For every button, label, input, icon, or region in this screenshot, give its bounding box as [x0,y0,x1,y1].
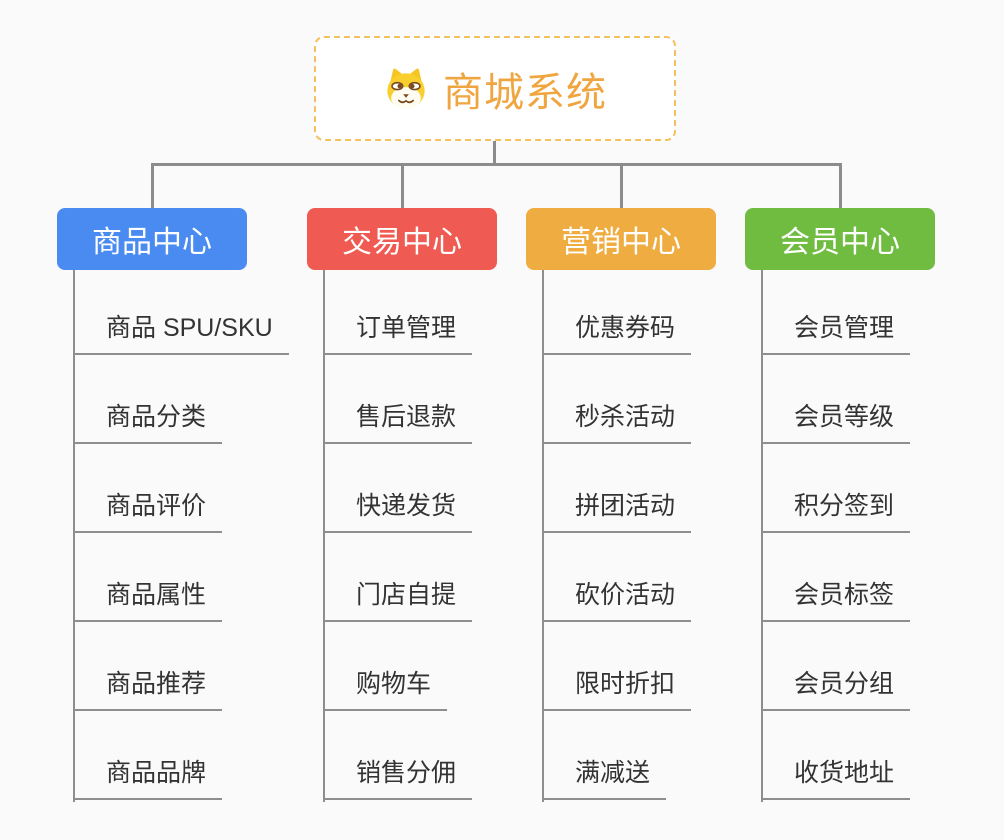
branch-node-trade[interactable]: 交易中心 [307,208,497,270]
leaf-item[interactable]: 拼团活动 [542,491,692,533]
connector-horizontal [151,163,841,166]
connector-column-line-trade [323,270,325,802]
leaf-item[interactable]: 门店自提 [323,580,473,622]
branch-node-marketing[interactable]: 营销中心 [526,208,716,270]
leaf-item[interactable]: 收货地址 [761,758,911,800]
leaf-item[interactable]: 砍价活动 [542,580,692,622]
connector-drop-member [839,163,842,208]
root-title: 商城系统 [443,70,607,115]
leaf-item[interactable]: 商品 SPU/SKU [73,313,289,355]
leaf-item[interactable]: 积分签到 [761,491,911,533]
root-node[interactable]: 商城系统 [314,36,676,141]
connector-column-line-member [761,270,763,802]
leaf-item[interactable]: 商品分类 [73,402,223,444]
connector-drop-marketing [620,163,623,208]
leaf-item[interactable]: 销售分佣 [323,758,473,800]
branch-node-product[interactable]: 商品中心 [57,208,247,270]
dog-face-icon [387,67,425,109]
branch-label: 营销中心 [561,226,681,259]
leaf-item[interactable]: 满减送 [542,758,667,800]
leaf-item[interactable]: 快递发货 [323,491,473,533]
leaf-item[interactable]: 订单管理 [323,313,473,355]
connector-column-line-marketing [542,270,544,802]
connector-column-line-product [73,270,75,802]
leaf-item[interactable]: 秒杀活动 [542,402,692,444]
leaf-item[interactable]: 会员管理 [761,313,911,355]
leaf-item[interactable]: 会员等级 [761,402,911,444]
leaf-item[interactable]: 商品品牌 [73,758,223,800]
leaf-item[interactable]: 优惠券码 [542,313,692,355]
leaf-item[interactable]: 会员分组 [761,669,911,711]
branch-label: 会员中心 [780,226,900,259]
branch-label: 商品中心 [92,226,212,259]
leaf-item[interactable]: 限时折扣 [542,669,692,711]
leaf-item[interactable]: 会员标签 [761,580,911,622]
branch-node-member[interactable]: 会员中心 [745,208,935,270]
leaf-item[interactable]: 商品推荐 [73,669,223,711]
leaf-item[interactable]: 购物车 [323,669,448,711]
branch-label: 交易中心 [342,226,462,259]
connector-root-stub [493,141,496,163]
connector-drop-trade [401,163,404,208]
leaf-item[interactable]: 售后退款 [323,402,473,444]
connector-drop-product [151,163,154,208]
leaf-item[interactable]: 商品属性 [73,580,223,622]
leaf-item[interactable]: 商品评价 [73,491,223,533]
